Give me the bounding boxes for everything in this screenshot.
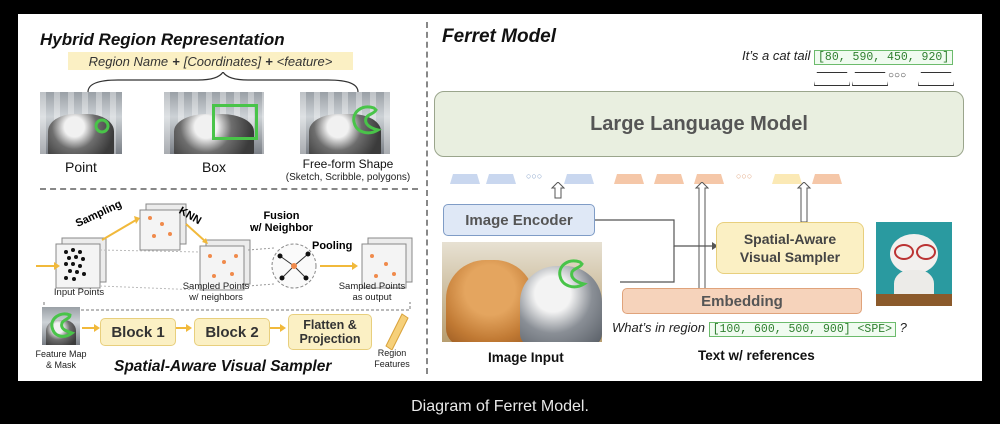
input-points-label: Input Points bbox=[53, 287, 105, 298]
hybrid-region-title: Hybrid Region Representation bbox=[40, 30, 285, 49]
glasses-left bbox=[894, 244, 914, 260]
text-token bbox=[654, 174, 684, 184]
block-2: Block 2 bbox=[194, 318, 270, 346]
image-token-ellipsis: ○○○ bbox=[526, 171, 543, 181]
sampled-output-label: Sampled Points as output bbox=[338, 281, 406, 303]
text-references-label: Text w/ references bbox=[698, 348, 815, 363]
image-input-photo bbox=[442, 242, 602, 342]
text-token bbox=[614, 174, 644, 184]
output-coords: [80, 590, 450, 920] bbox=[814, 50, 954, 65]
formula-box: Region Name + [Coordinates] + <feature> bbox=[68, 52, 353, 70]
image-encoder: Image Encoder bbox=[443, 204, 595, 236]
feature-map-label: Feature Map & Mask bbox=[35, 349, 87, 370]
sampler-bracket bbox=[43, 302, 411, 311]
formula-plus: + bbox=[265, 53, 273, 69]
output-token bbox=[852, 72, 888, 86]
box-label: Box bbox=[201, 159, 227, 175]
output-prefix: It’s a cat tail bbox=[742, 48, 811, 63]
text-token bbox=[694, 174, 724, 184]
point-marker bbox=[94, 118, 110, 134]
formula-name: Region Name bbox=[88, 53, 169, 69]
block-1: Block 1 bbox=[100, 318, 176, 346]
ferret-model-title: Ferret Model bbox=[442, 26, 557, 47]
block-arrows bbox=[82, 324, 286, 332]
ferret-table bbox=[876, 294, 952, 306]
query-prefix: What’s in region bbox=[612, 320, 705, 335]
region-features-label: Region Features bbox=[374, 348, 410, 369]
sampled-neighbors-label: Sampled Points w/ neighbors bbox=[182, 281, 250, 303]
text-token bbox=[812, 174, 842, 184]
dog-shape bbox=[446, 260, 534, 342]
center-divider bbox=[426, 22, 428, 374]
large-language-model: Large Language Model bbox=[434, 91, 964, 157]
query-coords: [100, 600, 500, 900] <SPE> bbox=[708, 322, 897, 337]
ferret-illustration bbox=[876, 222, 952, 306]
point-example-image bbox=[40, 92, 122, 154]
glasses-right bbox=[916, 244, 936, 260]
left-separator bbox=[40, 188, 418, 190]
pooling-label: Pooling bbox=[312, 240, 353, 252]
freeform-example-image bbox=[300, 92, 390, 154]
image-token bbox=[450, 174, 480, 184]
formula-coords: [Coordinates] bbox=[183, 53, 262, 69]
fusion-label: Fusion w/ Neighbor bbox=[250, 210, 313, 234]
cat-tail-marker bbox=[558, 259, 588, 289]
flatten-projection: Flatten & Projection bbox=[288, 314, 372, 350]
embedding: Embedding bbox=[622, 288, 862, 314]
spatial-aware-visual-sampler: Spatial-Aware Visual Sampler bbox=[716, 222, 864, 274]
image-token bbox=[564, 174, 594, 184]
query-suffix: ? bbox=[899, 320, 907, 335]
point-label: Point bbox=[65, 159, 97, 175]
sampler-pipeline bbox=[36, 203, 413, 291]
region-features-icon bbox=[385, 313, 409, 350]
feature-map-image bbox=[42, 307, 80, 345]
freeform-label: Free-form Shape bbox=[302, 157, 394, 171]
output-token bbox=[918, 72, 954, 86]
sampler-title: Spatial-Aware Visual Sampler bbox=[114, 358, 332, 375]
output-text: It’s a cat tail [80, 590, 450, 920] bbox=[742, 48, 954, 65]
formula-feature: <feature> bbox=[276, 53, 333, 69]
formula-bracket bbox=[87, 72, 359, 93]
image-token bbox=[486, 174, 516, 184]
mask-marker bbox=[50, 312, 76, 338]
output-token bbox=[814, 72, 850, 86]
model-connectors bbox=[550, 182, 812, 291]
figure-panel: Hybrid Region Representation Region Name… bbox=[18, 14, 982, 381]
query-text: What’s in region [100, 600, 500, 900] <S… bbox=[612, 320, 907, 337]
freeform-sublabel: (Sketch, Scribble, polygons) bbox=[285, 172, 411, 183]
region-token bbox=[772, 174, 802, 184]
output-ellipsis: ○○○ bbox=[888, 70, 907, 81]
box-marker bbox=[212, 104, 258, 140]
formula-plus: + bbox=[172, 53, 180, 69]
freeform-marker bbox=[352, 105, 382, 135]
text-token-ellipsis: ○○○ bbox=[736, 171, 753, 181]
box-example-image bbox=[164, 92, 264, 154]
image-input-label: Image Input bbox=[488, 350, 564, 365]
figure-caption: Diagram of Ferret Model. bbox=[411, 398, 589, 415]
